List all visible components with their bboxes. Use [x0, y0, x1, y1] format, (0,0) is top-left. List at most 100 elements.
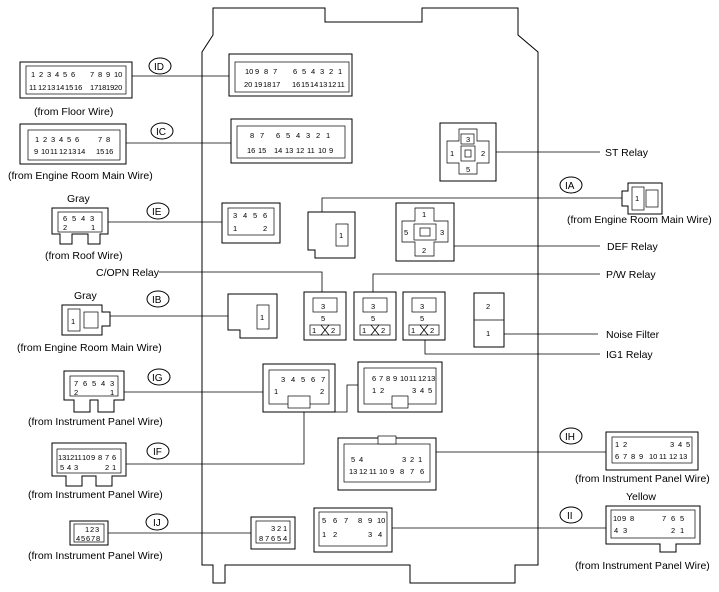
pin-label: 20 [114, 83, 122, 92]
pin-label: 7 [344, 516, 348, 525]
ib-wire-connector: 1 [61, 304, 111, 336]
pin-label: 2 [316, 131, 320, 140]
pin-label: 8 [400, 467, 404, 476]
st-relay-label: ST Relay [605, 147, 649, 159]
pin-label: 3 [281, 375, 285, 384]
pin-label: 8 [250, 131, 254, 140]
pin-label: 8 [106, 135, 110, 144]
pin-label: 6 [63, 214, 67, 223]
pin-label: 2 [381, 326, 385, 335]
pin-label: 11 [409, 374, 417, 383]
pin-label: 1 [233, 224, 237, 233]
ih-wire-connector: 1 2 3 4 5 6 7 8 9 10 11 12 13 [605, 431, 699, 471]
pin-label: 1 [450, 149, 454, 158]
pin-label: 7 [90, 70, 94, 79]
pin-label: 13 [58, 453, 66, 462]
pin-label: 3 [321, 302, 325, 311]
ia-tag: IA [559, 176, 583, 194]
pin-label: 5 [322, 516, 326, 525]
pin-label: 7 [265, 534, 269, 543]
pin-label: 1 [322, 530, 326, 539]
pin-label: 19 [106, 83, 114, 92]
pin-label: 4 [311, 67, 315, 76]
pin-label: 9 [622, 514, 626, 523]
pin-label: 8 [386, 374, 390, 383]
tag-label: IH [565, 432, 575, 443]
pin-label: 5 [466, 165, 470, 174]
pin-label: 1 [85, 525, 89, 534]
pin-label: 10 [245, 67, 253, 76]
ig1-relay-socket: 3 5 1 2 [402, 291, 446, 341]
pin-label: 2 [277, 524, 281, 533]
pin-label: 7 [623, 452, 627, 461]
pin-label: 5 [60, 463, 64, 472]
ic-tag: IC [150, 122, 174, 140]
ib-board-connector: 1 [227, 293, 278, 339]
pin-label: 1 [260, 313, 264, 322]
pin-label: 14 [77, 147, 85, 156]
pin-label: 5 [428, 386, 432, 395]
pin-label: 15 [258, 146, 266, 155]
pin-label: 10 [400, 374, 408, 383]
pin-label: 7 [662, 514, 666, 523]
pin-label: 7 [91, 534, 95, 543]
pin-label: 3 [271, 524, 275, 533]
pin-label: 11 [659, 452, 667, 461]
pin-label: 12 [328, 80, 336, 89]
pin-label: 1 [615, 440, 619, 449]
ib-tag: IB [146, 290, 170, 308]
pin-label: 20 [244, 80, 252, 89]
ii-board-connector: 5 6 7 8 9 10 1 2 3 4 [313, 507, 393, 553]
pin-label: 5 [404, 228, 408, 237]
pin-label: 5 [371, 314, 375, 323]
pin-label: 1 [338, 67, 342, 76]
pin-label: 12 [418, 374, 426, 383]
pin-label: 3 [233, 211, 237, 220]
copn-relay-socket: 3 5 1 2 [303, 291, 347, 341]
pin-label: 2 [671, 526, 675, 535]
ih-board-connector: 5 4 3 2 1 13 12 11 10 9 8 7 6 [337, 435, 437, 491]
pin-label: 3 [51, 135, 55, 144]
pin-label: 5 [63, 70, 67, 79]
pin-label: 3 [466, 135, 470, 144]
ig-source-label: (from Instrument Panel Wire) [28, 416, 163, 428]
pin-label: 9 [329, 146, 333, 155]
pin-label: 6 [276, 131, 280, 140]
pin-label: 16 [105, 147, 113, 156]
pin-label: 5 [253, 211, 257, 220]
tag-label: IA [565, 181, 575, 192]
pin-label: 3 [320, 67, 324, 76]
pin-label: 6 [75, 135, 79, 144]
ij-wire-connector: 1 2 3 4 5 6 7 8 [69, 520, 109, 546]
ii-wire-connector: 10 9 8 7 6 5 4 3 2 1 [605, 505, 701, 553]
pin-label: 3 [371, 302, 375, 311]
pin-label: 8 [358, 516, 362, 525]
pin-label: 14 [310, 80, 318, 89]
pin-label: 9 [368, 516, 372, 525]
pin-label: 1 [422, 210, 426, 219]
ib-color-label: Gray [74, 290, 98, 302]
pin-label: 11 [29, 83, 37, 92]
pin-label: 7 [260, 131, 264, 140]
pin-label: 13 [68, 147, 76, 156]
pin-label: 10 [41, 147, 49, 156]
pin-label: 3 [412, 386, 416, 395]
pin-label: 3 [110, 379, 114, 388]
pin-label: 1 [486, 329, 490, 338]
pin-label: 10 [649, 452, 657, 461]
pin-label: 8 [98, 70, 102, 79]
pin-label: 6 [420, 467, 424, 476]
ia-wire-connector: 1 [621, 182, 663, 215]
pin-label: 15 [96, 147, 104, 156]
pin-label: 14 [56, 83, 64, 92]
pin-label: 16 [292, 80, 300, 89]
pin-label: 9 [34, 147, 38, 156]
pin-label: 18 [263, 80, 271, 89]
copn-relay-label: C/OPN Relay [96, 267, 160, 279]
pin-label: 1 [362, 326, 366, 335]
ib-source-label: (from Engine Room Main Wire) [17, 342, 162, 354]
pin-label: 12 [359, 467, 367, 476]
ie-board-connector: 3 4 5 6 1 2 [221, 202, 281, 244]
pin-label: 2 [329, 67, 333, 76]
pin-label: 9 [390, 467, 394, 476]
